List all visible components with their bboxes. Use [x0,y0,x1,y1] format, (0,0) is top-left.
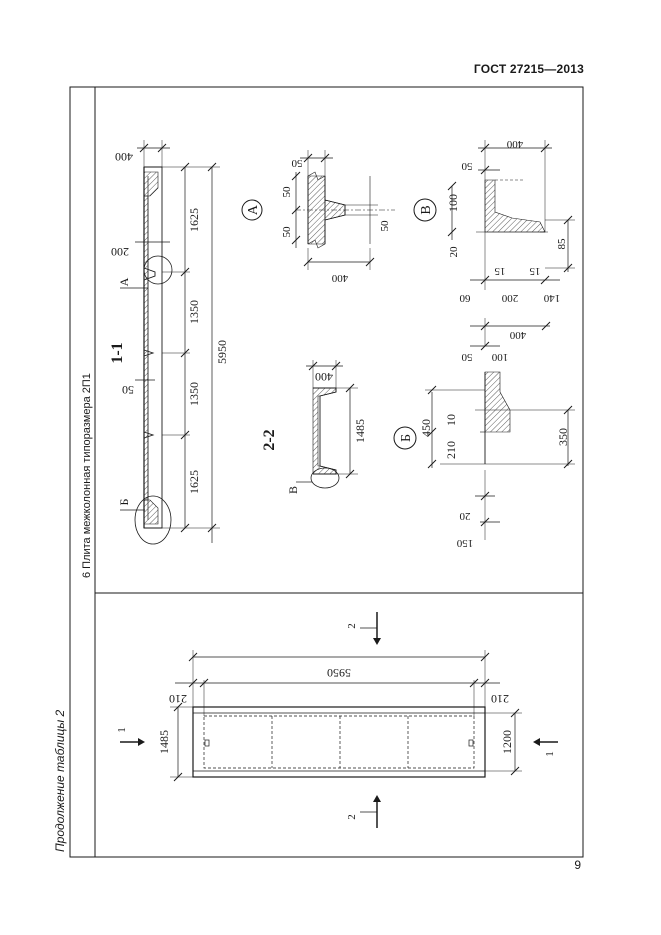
detail-v-dim-d: 15 [529,265,541,277]
plan-end-left-dim: 210 [169,692,187,706]
detail-v-dim-e: 85 [556,238,568,250]
section-2-2-ticks [308,361,355,479]
section-1-1-ticks [139,143,217,533]
page-number: 9 [574,858,581,872]
detail-a-dim-bottom: 400 [331,272,348,284]
s22-dim-height: 400 [315,370,333,384]
detail-a-dim-left-a: 50 [281,186,293,198]
detail-b-label: Б [399,434,414,442]
section-1-1-title: 1-1 [109,342,126,363]
s11-dim-seg2: 1350 [187,300,201,324]
s11-dim-seg1: 1625 [187,208,201,232]
s11-dim-rib: 200 [111,245,129,259]
s11-dim-seg3: 1350 [187,382,201,406]
section-mark-2-bottom: 2 [346,814,358,820]
section-mark-2-top: 2 [346,623,358,629]
s11-callout-a: А [117,277,131,286]
s11-callout-b: Б [117,498,131,505]
detail-b-dim-e: 20 [459,510,471,522]
detail-b-dim-f: 150 [456,537,473,549]
detail-a-label: А [246,204,261,215]
detail-v-hatch [484,179,546,233]
s11-dim-total: 5950 [215,340,229,364]
detail-b-dim-b: 10 [444,414,458,426]
detail-b-dim-i: 100 [491,351,508,363]
s11-dim-flange: 50 [122,383,134,397]
section-1-1-view [120,140,220,545]
section-1-1-hatch [143,171,159,525]
detail-v-dim-h: 140 [543,292,560,304]
detail-b-dim-a: 450 [419,419,433,437]
detail-v-dim-j: 50 [461,160,473,172]
s22-dim-width: 1485 [353,419,367,443]
plan-view [120,612,558,828]
detail-v-dim-a: 100 [446,194,460,212]
standard-number: ГОСТ 27215—2013 [473,62,584,76]
detail-a-dim-top: 50 [291,157,303,169]
detail-b-hatch [484,371,511,433]
detail-v-dim-c: 15 [494,265,506,277]
detail-v-ticks [447,143,573,285]
s22-callout-v: В [286,486,300,494]
detail-v-dim-f: 60 [459,292,471,304]
detail-v-dim-g: 200 [501,292,518,304]
detail-b-dim-h: 50 [461,351,473,363]
section-2-2-hatch [312,387,337,475]
detail-b-dim-d: 350 [556,428,570,446]
detail-v-label: В [419,205,434,214]
s11-dim-top: 400 [115,150,133,164]
table-frame [69,86,584,858]
detail-a-dim-left-b: 50 [281,226,293,238]
section-2-2-title: 2-2 [261,429,278,450]
plan-ticks [173,652,520,782]
detail-b-dim-c: 210 [444,441,458,459]
detail-v-dim-i: 400 [506,138,523,150]
detail-a-ticks [291,153,375,267]
detail-b-dim-g: 400 [509,329,526,341]
detail-a-dim-right: 50 [379,220,391,232]
detail-a-hatch [307,175,346,245]
plan-inner-dim: 1200 [500,730,514,754]
detail-v-dim-b: 20 [448,246,460,258]
plan-end-right-dim: 210 [491,692,509,706]
s11-dim-seg4: 1625 [187,470,201,494]
plan-arrows [138,638,540,802]
plan-width-dim: 1485 [157,730,171,754]
section-mark-1-left: 1 [116,727,128,733]
plan-length-dim: 5950 [327,666,351,680]
detail-b-ticks [427,321,573,527]
section-mark-1-right: 1 [544,751,556,757]
